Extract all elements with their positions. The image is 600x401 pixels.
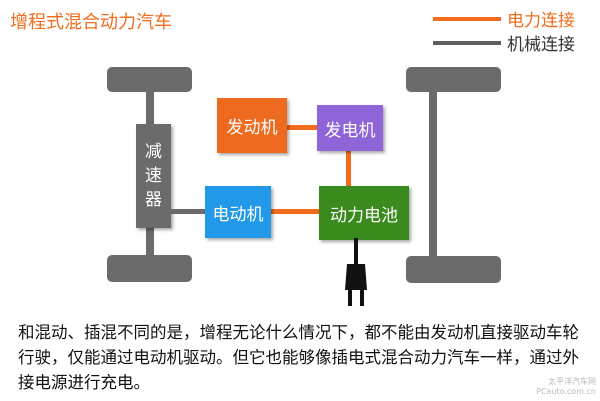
rear-left-wheel [107,255,192,282]
engine-box: 发动机 [217,98,287,153]
generator-box: 发电机 [317,105,383,151]
watermark-line2: PCauto.com.cn [536,387,596,396]
caption-text: 和混动、插混不同的是，增程无论什么情况下，都不能由发动机直接驱动车轮行驶，仅能通… [18,323,579,392]
electric-wire-engine-generator [287,125,319,130]
reducer-char-3: 器 [145,190,162,210]
front-left-wheel [107,67,192,92]
battery-label: 动力电池 [330,205,398,226]
legend-electric-label: 电力连接 [507,11,575,31]
rear-right-wheel [406,256,501,283]
motor-box: 电动机 [205,186,271,238]
right-axle [429,90,437,258]
generator-label: 发电机 [324,120,376,141]
engine-label: 发动机 [226,118,278,138]
reducer: 减 速 器 [136,124,171,228]
electric-wire-motor-battery [270,209,320,214]
battery-box: 动力电池 [319,186,409,240]
legend-electric-line [433,17,501,21]
motor-label: 电动机 [212,204,264,225]
mechanical-link-reducer-motor [170,209,206,214]
legend-mechanical-label: 机械连接 [507,35,575,55]
charging-plug-icon [345,238,367,306]
electric-wire-generator-battery [346,148,351,186]
diagram-title: 增程式混合动力汽车 [10,12,172,33]
watermark: 太平洋汽车网 PCauto.com.cn [536,377,596,397]
front-right-wheel [406,67,501,92]
reducer-char-1: 减 [145,142,162,162]
legend-mechanical-line [433,41,501,45]
legend: 电力连接 机械连接 [433,6,593,56]
watermark-line1: 太平洋汽车网 [548,377,596,386]
reducer-char-2: 速 [145,166,162,186]
